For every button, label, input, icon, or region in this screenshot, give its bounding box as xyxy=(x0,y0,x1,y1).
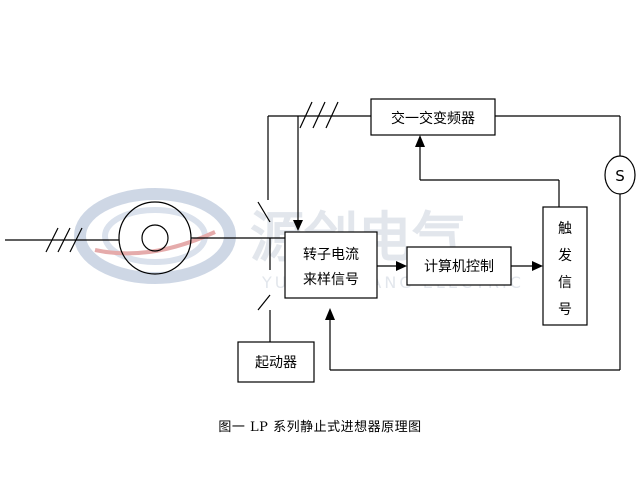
trigger-char-3: 信 xyxy=(558,275,572,291)
computer-control-block: 计算机控制 xyxy=(406,246,512,286)
rotor-switch xyxy=(257,201,271,270)
trigger-signal-block: 触 发 信 号 xyxy=(542,206,588,326)
figure-caption: 图一 LP 系列静止式进想器原理图 xyxy=(218,420,422,435)
computer-control-label: 计算机控制 xyxy=(424,259,494,275)
sync-symbol: S xyxy=(604,155,636,195)
rotor-sampling-label-2: 来样信号 xyxy=(303,272,359,288)
motor-rotor-circle xyxy=(141,224,169,252)
watermark-ring-outer xyxy=(74,188,236,284)
computer-to-trigger-arrow xyxy=(511,261,543,271)
sampling-to-computer-arrow xyxy=(377,261,407,271)
converter-block: 交一交变频器 xyxy=(370,98,496,136)
starter-block: 起动器 xyxy=(237,341,315,383)
trigger-char-1: 触 xyxy=(558,221,572,237)
sync-symbol-label: S xyxy=(615,167,625,185)
starter-label: 起动器 xyxy=(255,355,297,371)
rotor-sampling-label-1: 转子电流 xyxy=(303,247,359,263)
converter-label: 交一交变频器 xyxy=(391,110,475,127)
rotor-sampling-block: 转子电流 来样信号 xyxy=(284,231,378,299)
converter-feed-line xyxy=(267,101,371,200)
starter-branch xyxy=(257,294,271,342)
sampling-arrow xyxy=(293,116,303,231)
trigger-to-converter-arrow xyxy=(415,135,560,207)
trigger-char-4: 号 xyxy=(558,302,572,318)
trigger-char-2: 发 xyxy=(558,248,572,264)
converter-output-line xyxy=(325,115,621,371)
input-power-line xyxy=(5,227,119,253)
